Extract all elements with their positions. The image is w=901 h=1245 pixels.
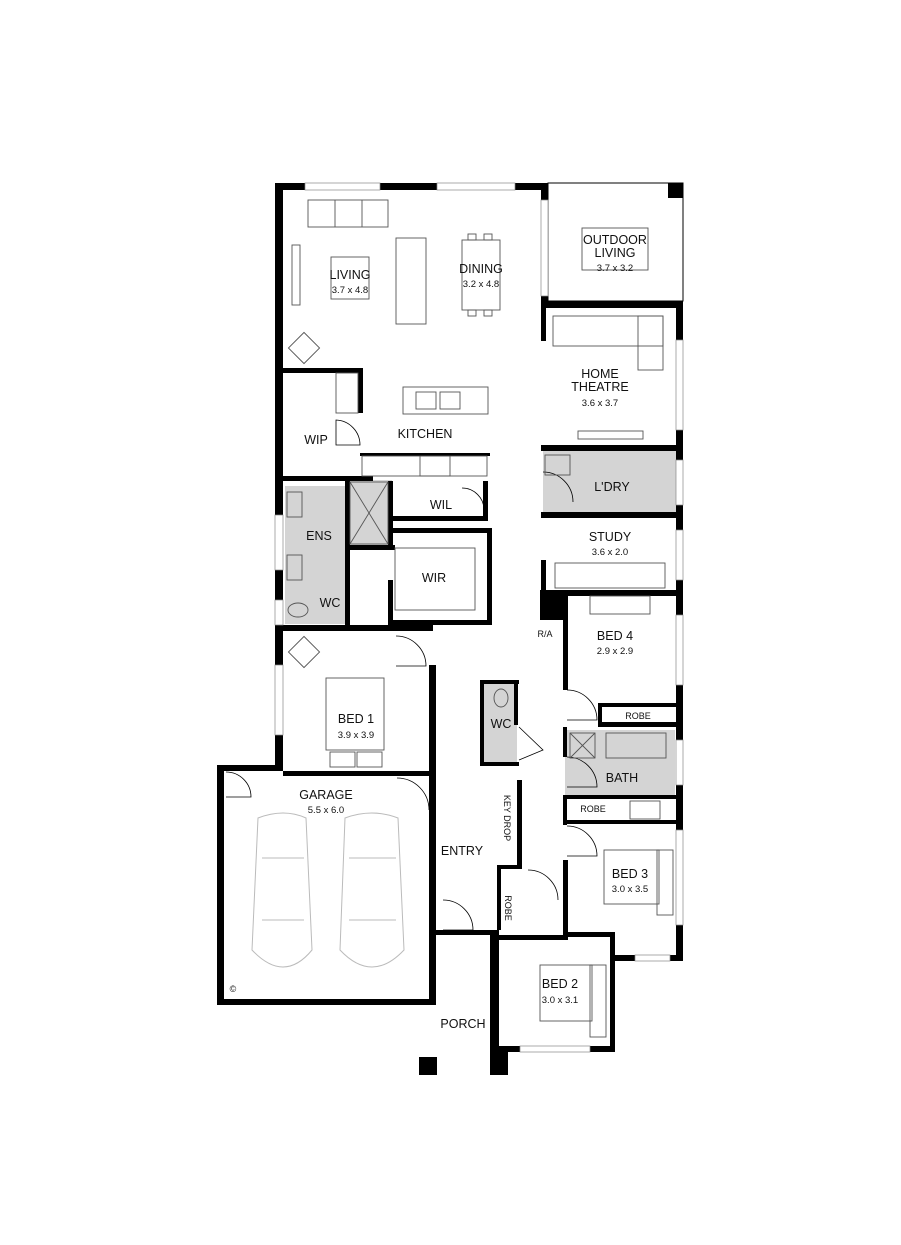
ens-label: ENS	[306, 529, 332, 543]
keydrop-label: KEY DROP	[502, 795, 512, 841]
ra-label: R/A	[537, 629, 552, 639]
room-labels: LIVING 3.7 x 4.8 DINING 3.2 x 4.8 OUTDOO…	[230, 233, 651, 1031]
dining-label: DINING	[459, 262, 503, 276]
theatre-label-2: THEATRE	[571, 380, 628, 394]
kitchen-label: KITCHEN	[398, 427, 453, 441]
garage-label: GARAGE	[299, 788, 353, 802]
study-dims: 3.6 x 2.0	[592, 547, 628, 558]
wet-areas	[285, 450, 676, 796]
wil-label: WIL	[430, 498, 452, 512]
outdoor-dims: 3.7 x 3.2	[597, 263, 633, 274]
furniture	[286, 199, 674, 1038]
bed2-label: BED 2	[542, 977, 578, 991]
outdoor-label-2: LIVING	[595, 246, 636, 260]
copyright-mark: ©	[230, 984, 237, 994]
garage-dims: 5.5 x 6.0	[308, 805, 344, 816]
robe-bed3-label: ROBE	[580, 804, 606, 814]
bed4-dims: 2.9 x 2.9	[597, 646, 633, 657]
theatre-dims: 3.6 x 3.7	[582, 398, 618, 409]
wc-ens-label: WC	[320, 596, 341, 610]
study-label: STUDY	[589, 530, 632, 544]
bath-label: BATH	[606, 771, 638, 785]
ldry-label: L'DRY	[594, 480, 630, 494]
living-dims: 3.7 x 4.8	[332, 285, 368, 296]
living-label: LIVING	[330, 268, 371, 282]
wir-label: WIR	[422, 571, 446, 585]
theatre-label-1: HOME	[581, 367, 619, 381]
bed1-label: BED 1	[338, 712, 374, 726]
bed4-label: BED 4	[597, 629, 633, 643]
bed3-dims: 3.0 x 3.5	[612, 884, 648, 895]
dining-dims: 3.2 x 4.8	[463, 279, 499, 290]
bed3-label: BED 3	[612, 867, 648, 881]
porch-label: PORCH	[440, 1017, 485, 1031]
bed2-dims: 3.0 x 3.1	[542, 995, 578, 1006]
robe-bed4-label: ROBE	[625, 711, 651, 721]
doors	[225, 419, 598, 931]
garage-cars	[251, 812, 405, 968]
windows	[274, 182, 684, 1053]
robe-bed2-label: ROBE	[503, 895, 513, 921]
wc-hall-label: WC	[491, 717, 512, 731]
entry-label: ENTRY	[441, 844, 484, 858]
wip-label: WIP	[304, 433, 328, 447]
outdoor-label-1: OUTDOOR	[583, 233, 647, 247]
bed1-dims: 3.9 x 3.9	[338, 730, 374, 741]
